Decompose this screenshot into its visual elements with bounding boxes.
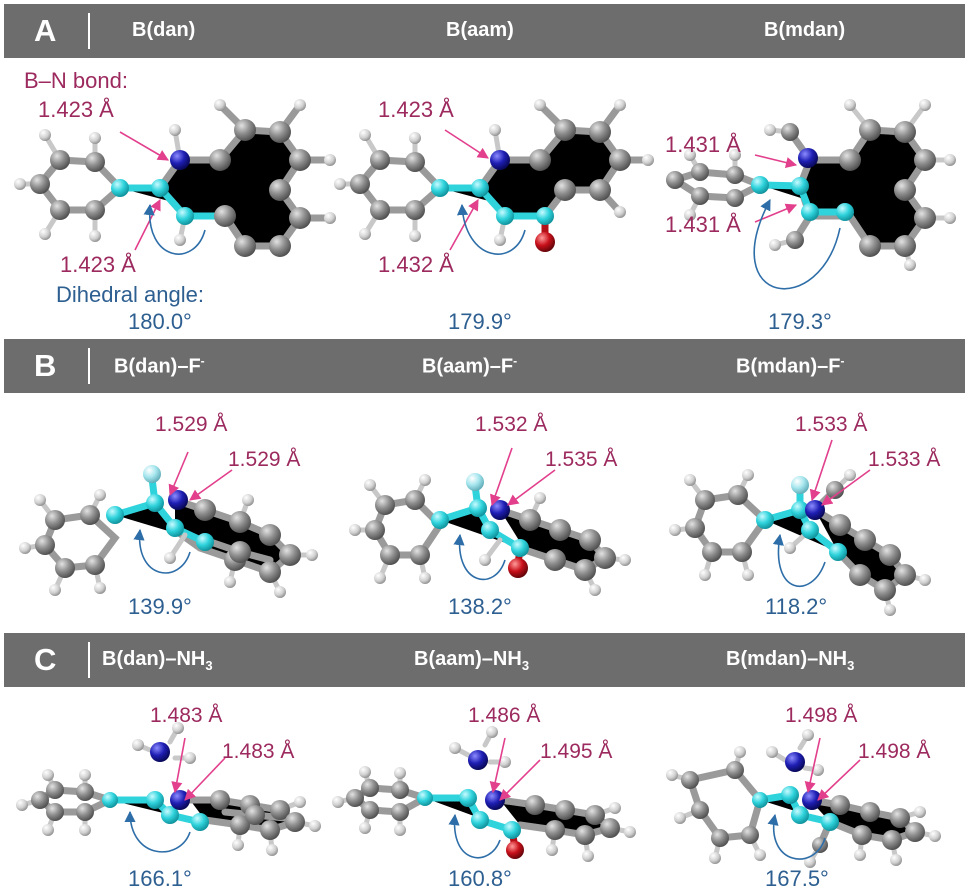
bond-length-label: 1.532 Å [475,413,548,436]
header-divider [88,642,90,678]
bond-length-label: 1.483 Å [222,740,295,763]
dihedral-angle-label: 180.0° [128,309,192,334]
molecule-label: B(dan) [132,19,196,41]
molecule-b-aam-f [349,473,631,596]
molecule-b-mdan-f [669,469,931,616]
bond-length-label: 1.529 Å [155,413,228,436]
bond-arrows-a [119,129,798,251]
molecule-label: B(mdan)–F- [736,354,845,378]
molecule-b-mdan-nh3 [666,729,941,868]
dihedral-arrows-c [124,810,826,860]
molecule-b-aam-nh3 [332,726,636,862]
dihedral-angle-label: 166.1° [128,866,192,891]
molecule-b-mdan [666,99,956,271]
bond-length-label: 1.483 Å [150,704,223,727]
molecule-label: B(dan)–F- [114,354,205,378]
header-divider [88,348,90,384]
molecule-label: B(aam)–NH3 [414,648,530,673]
dihedral-angle-label: 118.2° [765,594,828,619]
molecule-label: B(aam) [446,19,514,41]
bond-length-label: 1.495 Å [540,740,613,763]
bond-length-label: 1.431 Å [665,212,741,237]
bond-length-label: 1.533 Å [868,448,941,471]
panel-b-header: B B(dan)–F- B(aam)–F- B(mdan)–F- [4,339,965,393]
bond-length-label: 1.432 Å [378,252,454,277]
panel-letter: B [34,348,57,383]
dihedral-arrows-a [143,199,841,290]
bond-length-label: 1.431 Å [665,132,741,157]
molecule-b-aam [334,99,654,252]
molecule-label: B(aam)–F- [422,354,518,378]
molecule-b-dan [14,99,336,257]
dihedral-angle-label: 160.8° [448,866,512,891]
bond-length-label: 1.529 Å [228,448,301,471]
dihedral-angle-label: 167.5° [765,866,829,891]
bond-length-label: 1.498 Å [785,704,858,727]
dihedral-caption: Dihedral angle: [56,282,204,307]
molecule-b-dan-nh3 [16,722,321,856]
bond-length-label: 1.498 Å [858,740,931,763]
bond-length-label: 1.486 Å [468,704,541,727]
bond-arrows-b [168,439,871,507]
dihedral-arrows-b [133,528,826,588]
bond-caption: B–N bond: [24,68,128,93]
bond-length-label: 1.423 Å [378,97,454,122]
dihedral-angle-label: 138.2° [448,594,512,619]
panel-a-header: A B(dan) B(aam) B(mdan) [4,4,965,58]
bond-length-label: 1.533 Å [795,413,868,436]
header-divider [88,13,90,49]
molecule-b-dan-f [19,465,318,598]
dihedral-angle-label: 179.9° [448,309,512,334]
molecule-label: B(dan)–NH3 [102,648,213,673]
panel-letter: A [34,13,57,48]
molecule-label: B(mdan) [764,19,846,41]
molecule-label: B(mdan)–NH3 [726,648,855,673]
panel-c-header: C B(dan)–NH3 B(aam)–NH3 B(mdan)–NH3 [4,633,965,687]
bond-length-label: 1.535 Å [545,448,618,471]
bond-arrows-c [171,737,861,801]
dihedral-angle-label: 179.3° [768,309,832,334]
bond-length-label: 1.423 Å [60,252,136,277]
panel-letter: C [34,642,57,677]
bond-length-label: 1.423 Å [38,97,114,122]
dihedral-angle-label: 139.9° [128,594,192,619]
